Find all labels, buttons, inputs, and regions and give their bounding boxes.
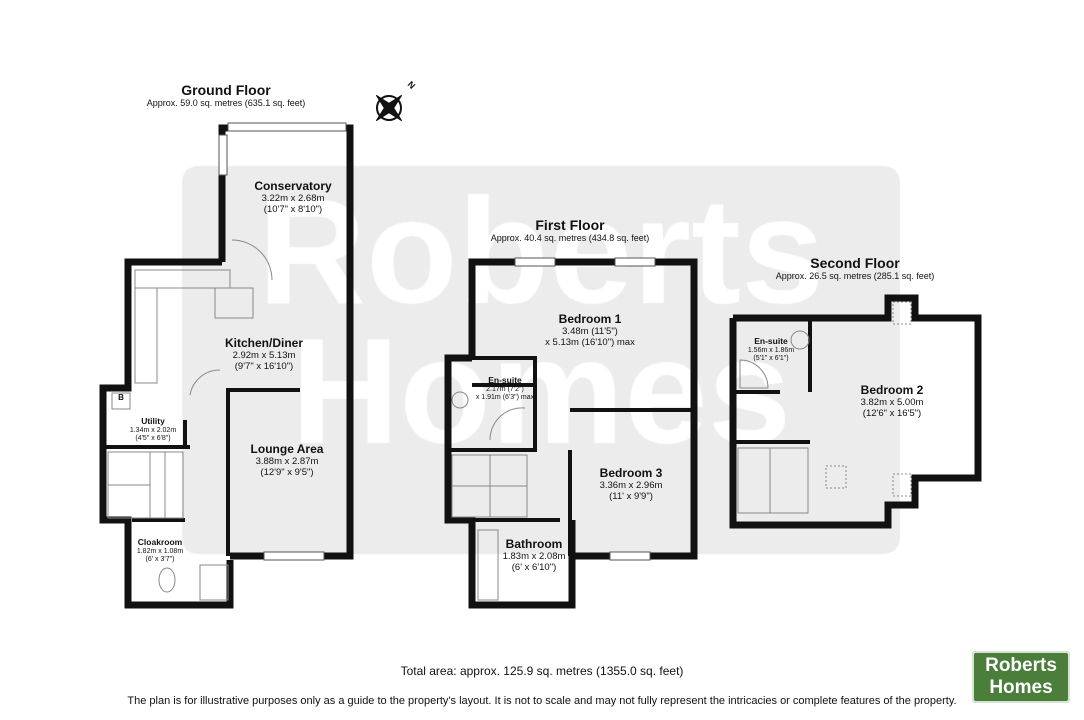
floor-title: First Floor [535,217,605,233]
second-floor-heading: Second Floor Approx. 26.5 sq. metres (28… [776,255,935,281]
floor-title: Second Floor [810,255,900,271]
room-dims-imperial: x 5.13m (16'10") max [545,336,635,348]
boiler [111,392,131,410]
room-dims-imperial: (5'1" x 6'1") [753,354,789,362]
room-name: Bedroom 3 [599,466,663,480]
room-name: Lounge Area [250,442,324,456]
floor-area: Approx. 26.5 sq. metres (285.1 sq. feet) [775,271,935,282]
second-floor-fixtures [737,301,912,514]
room-bedroom-2: Bedroom 2 3.82m x 5.00m (12'6" x 16'5") [860,383,924,420]
room-dims-imperial: (10'7" x 8'10") [263,203,323,215]
room-bedroom-1: Bedroom 1 3.48m (11'5") x 5.13m (16'10")… [545,312,635,349]
room-bathroom: Bathroom 1.83m x 2.08m (6' x 6'10") [502,537,566,574]
room-name: Bedroom 1 [558,312,622,326]
first-floor-internal [450,356,694,556]
room-name: Cloakroom [137,537,183,547]
room-bedroom-3: Bedroom 3 3.36m x 2.96m (11' x 9'9") [599,466,663,503]
room-name: Utility [141,416,165,426]
room-dims: 2.92m x 5.13m [232,349,296,361]
total-area: Total area: approx. 125.9 sq. metres (13… [400,664,684,678]
compass-icon [375,94,403,122]
room-name: Bathroom [505,537,563,551]
room-name: Conservatory [254,179,332,193]
ground-floor-internal [103,388,300,556]
room-dims: 1.82m x 1.08m [136,547,184,555]
room-dims: 3.36m x 2.96m [599,479,663,491]
first-floor-heading: First Floor Approx. 40.4 sq. metres (434… [491,217,650,243]
room-dims: 3.88m x 2.87m [255,455,319,467]
floor-area: Approx. 40.4 sq. metres (434.8 sq. feet) [490,233,650,244]
room-en-suite-second: En-suite 1.56m x 1.86m (5'1" x 6'1") [747,336,795,363]
room-dims: 1.34m x 2.02m [129,426,177,434]
boiler-label: B [118,393,124,402]
room-dims: 3.82m x 5.00m [860,396,924,408]
second-floor-internal [735,318,812,444]
room-dims-imperial: x 1.91m (6'3") max [475,393,535,401]
room-dims-imperial: (4'5" x 6'8") [135,434,171,442]
floor-area: Approx. 59.0 sq. metres (635.1 sq. feet) [146,98,306,109]
room-dims: 3.48m (11'5") [562,325,618,337]
room-dims: 2.17m (7'2") [486,385,524,393]
room-utility: Utility 1.34m x 2.02m (4'5" x 6'8") [129,416,177,443]
room-en-suite-first: En-suite 2.17m (7'2") x 1.91m (6'3") max [475,375,535,402]
room-cloakroom: Cloakroom 1.82m x 1.08m (6' x 3'7") [136,537,184,564]
ground-floor-fixtures [107,122,347,601]
room-dims-imperial: (12'9" x 9'5") [260,466,314,478]
room-dims: 3.22m x 2.68m [261,192,325,204]
staircase [107,451,184,519]
second-floor-walls [729,294,982,529]
room-dims-imperial: (6' x 3'7") [145,555,175,563]
room-name: En-suite [488,375,522,385]
room-name: En-suite [754,336,788,346]
room-lounge-area: Lounge Area 3.88m x 2.87m (12'9" x 9'5") [242,442,332,479]
roberts-homes-logo: Roberts Homes [972,651,1070,703]
room-dims-imperial: (6' x 6'10") [511,561,557,573]
first-floor-fixtures [451,257,656,601]
room-kitchen-diner: Kitchen/Diner 2.92m x 5.13m (9'7" x 16'1… [224,336,304,373]
room-dims-imperial: (9'7" x 16'10") [234,360,294,372]
logo-line-1: Roberts [985,655,1057,676]
room-name: Kitchen/Diner [224,336,304,350]
logo-line-2: Homes [989,677,1053,698]
room-dims: 1.83m x 2.08m [502,550,566,562]
room-name: Bedroom 2 [860,383,924,397]
floor-title: Ground Floor [181,82,271,98]
room-dims: 1.56m x 1.86m [747,346,795,354]
disclaimer: The plan is for illustrative purposes on… [127,695,957,707]
room-dims-imperial: (12'6" x 16'5") [862,407,922,419]
room-conservatory: Conservatory 3.22m x 2.68m (10'7" x 8'10… [254,179,332,216]
room-dims-imperial: (11' x 9'9") [609,490,653,502]
ground-floor-heading: Ground Floor Approx. 59.0 sq. metres (63… [147,82,306,108]
